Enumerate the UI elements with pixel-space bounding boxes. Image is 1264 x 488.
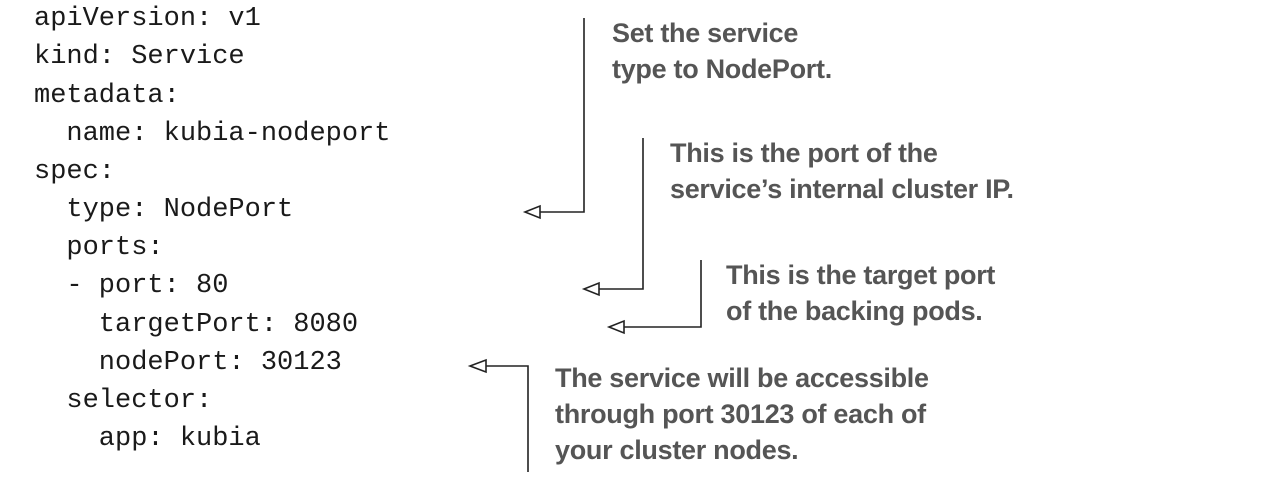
- code-line-apiversion: apiVersion: v1: [34, 4, 261, 34]
- code-line-ports: ports:: [34, 233, 164, 263]
- arrowhead-service-type-icon: [522, 204, 541, 220]
- code-line-selector: selector:: [34, 386, 213, 416]
- connector-service-type: [540, 18, 585, 213]
- annotation-line: The service will be accessible: [555, 363, 929, 393]
- annotation-line: through port 30123 of each of: [555, 399, 926, 429]
- annotation-target-port: This is the target port of the backing p…: [726, 257, 995, 329]
- arrowhead-node-port-icon: [467, 358, 487, 374]
- annotation-line: This is the target port: [726, 260, 996, 290]
- annotation-line: type to NodePort.: [612, 54, 832, 84]
- annotation-line: service’s internal cluster IP.: [670, 174, 1014, 204]
- annotation-line: your cluster nodes.: [555, 435, 799, 465]
- code-line-kind: kind: Service: [34, 42, 245, 72]
- annotation-service-type: Set the service type to NodePort.: [612, 15, 832, 87]
- arrowhead-target-port-icon: [606, 319, 625, 335]
- connector-port: [599, 138, 644, 290]
- connector-target-port: [624, 260, 702, 328]
- annotation-line: This is the port of the: [670, 138, 938, 168]
- code-line-spec: spec:: [34, 157, 116, 187]
- arrowhead-port-icon: [581, 281, 600, 297]
- code-line-nodeport: nodePort: 30123: [34, 348, 342, 378]
- annotation-port: This is the port of the service’s intern…: [670, 135, 1014, 207]
- code-line-port: - port: 80: [34, 271, 229, 301]
- code-line-metadata: metadata:: [34, 81, 180, 111]
- connector-node-port: [486, 365, 529, 472]
- code-line-name: name: kubia-nodeport: [34, 119, 391, 149]
- code-line-type: type: NodePort: [34, 195, 294, 225]
- annotation-line: of the backing pods.: [726, 296, 983, 326]
- annotation-line: Set the service: [612, 18, 799, 48]
- annotation-node-port: The service will be accessible through p…: [555, 360, 929, 468]
- code-line-app: app: kubia: [34, 424, 261, 454]
- code-line-targetport: targetPort: 8080: [34, 310, 359, 340]
